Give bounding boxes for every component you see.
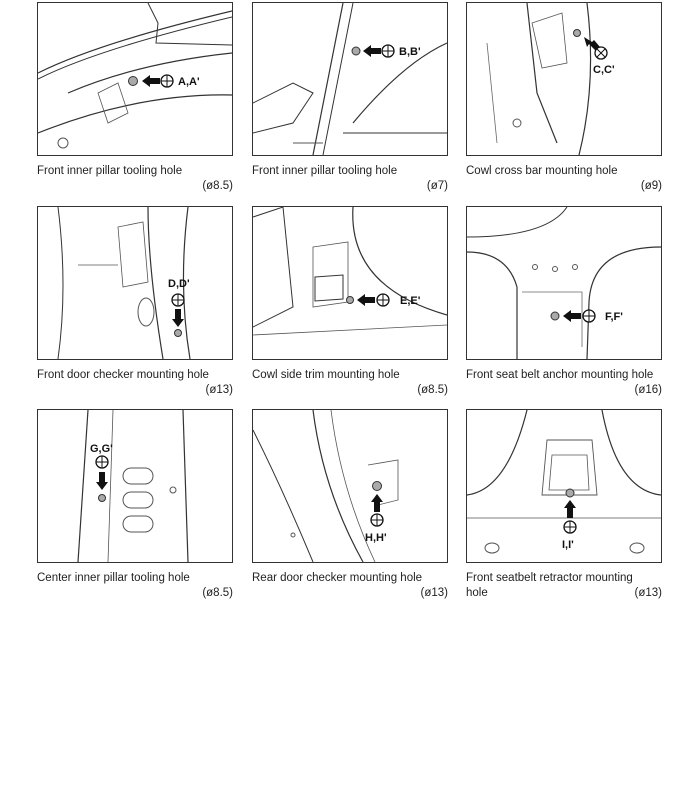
callout-i: I,I': [562, 539, 574, 551]
panel-d-illustration: D,D': [37, 206, 233, 360]
panel-f-size: (ø16): [634, 384, 662, 396]
panel-e-size: (ø8.5): [417, 384, 448, 396]
panel-i-illustration: I,I': [466, 409, 662, 563]
panel-g-title: Center inner pillar tooling hole: [37, 572, 190, 584]
hole-a: [128, 76, 138, 86]
arrow-h-icon: [371, 494, 383, 512]
arrow-i-icon: [564, 500, 576, 518]
panel-d-title: Front door checker mounting hole: [37, 369, 209, 381]
panel-i-drawing: I,I': [467, 410, 661, 554]
panel-h-title: Rear door checker mounting hole: [252, 572, 423, 584]
panel-i-caption: Front seatbelt retractor mounting hole (…: [466, 571, 662, 601]
callout-c: C,C': [593, 64, 615, 76]
panel-a-illustration: A,A': [37, 2, 233, 156]
callout-h: H,H': [365, 532, 387, 544]
hole-f: [550, 311, 560, 321]
panel-g-illustration: G,G': [37, 409, 233, 563]
panel-e-illustration: E,E': [252, 206, 448, 360]
panel-c-drawing: C,C': [486, 3, 615, 155]
panel-e-title: Cowl side trim mounting hole: [252, 369, 400, 381]
arrow-b-icon: [363, 45, 381, 57]
panel-i-title-line2: hole: [466, 587, 488, 599]
panel-d-caption: Front door checker mounting hole (ø13): [37, 368, 233, 396]
panel-d-size: (ø13): [205, 384, 233, 396]
callout-g: G,G': [90, 443, 113, 455]
panel-h-size: (ø13): [420, 587, 448, 599]
callout-b: B,B': [399, 46, 421, 58]
panel-b-caption: Front inner pillar tooling hole (ø7): [252, 164, 448, 192]
panel-f-illustration: F,F': [466, 206, 662, 360]
panel-f-drawing: F,F': [467, 207, 661, 359]
arrow-e-icon: [357, 294, 375, 306]
arrow-c-icon: [584, 37, 600, 51]
hole-i: [565, 488, 575, 498]
panel-b-drawing: B,B': [253, 3, 447, 155]
panel-c-illustration: C,C': [466, 2, 662, 156]
hole-d: [174, 329, 182, 337]
panel-b-size: (ø7): [426, 180, 448, 192]
arrow-f-icon: [563, 310, 581, 322]
panel-e-caption: Cowl side trim mounting hole (ø8.5): [252, 368, 448, 396]
panel-h-drawing: H,H': [253, 410, 399, 562]
panel-h-caption: Rear door checker mounting hole (ø13): [252, 571, 448, 599]
callout-e: E,E': [400, 295, 421, 307]
panel-a-drawing: A,A': [38, 3, 232, 149]
panel-f-caption: Front seat belt anchor mounting hole (ø1…: [466, 368, 662, 396]
hole-e: [346, 296, 354, 304]
panel-f-title: Front seat belt anchor mounting hole: [466, 369, 654, 381]
panel-d-drawing: D,D': [57, 207, 191, 359]
panel-g-size: (ø8.5): [202, 587, 233, 599]
panel-g-caption: Center inner pillar tooling hole (ø8.5): [37, 571, 233, 599]
hole-c: [573, 29, 581, 37]
panel-a-caption: Front inner pillar tooling hole (ø8.5): [37, 164, 233, 192]
panel-b-illustration: B,B': [252, 2, 448, 156]
panel-i-size: (ø13): [634, 587, 662, 599]
callout-f: F,F': [605, 311, 623, 323]
callout-a: A,A': [178, 76, 200, 88]
panel-c-title: Cowl cross bar mounting hole: [466, 165, 618, 177]
panel-c-size: (ø9): [640, 180, 662, 192]
hole-g: [98, 494, 106, 502]
panel-a-size: (ø8.5): [202, 180, 233, 192]
panel-g-drawing: G,G': [77, 410, 189, 562]
panel-c-caption: Cowl cross bar mounting hole (ø9): [466, 164, 662, 192]
hole-h: [372, 481, 382, 491]
panel-e-drawing: E,E': [253, 207, 447, 336]
arrow-g-icon: [96, 472, 108, 490]
panel-a-title: Front inner pillar tooling hole: [37, 165, 183, 177]
callout-d: D,D': [168, 278, 190, 290]
hole-b: [351, 46, 361, 56]
arrow-a-icon: [142, 75, 160, 87]
panel-b-title: Front inner pillar tooling hole: [252, 165, 398, 177]
panel-h-illustration: H,H': [252, 409, 448, 563]
arrow-d-icon: [172, 309, 184, 327]
panel-i-title: Front seatbelt retractor mounting: [466, 572, 633, 584]
